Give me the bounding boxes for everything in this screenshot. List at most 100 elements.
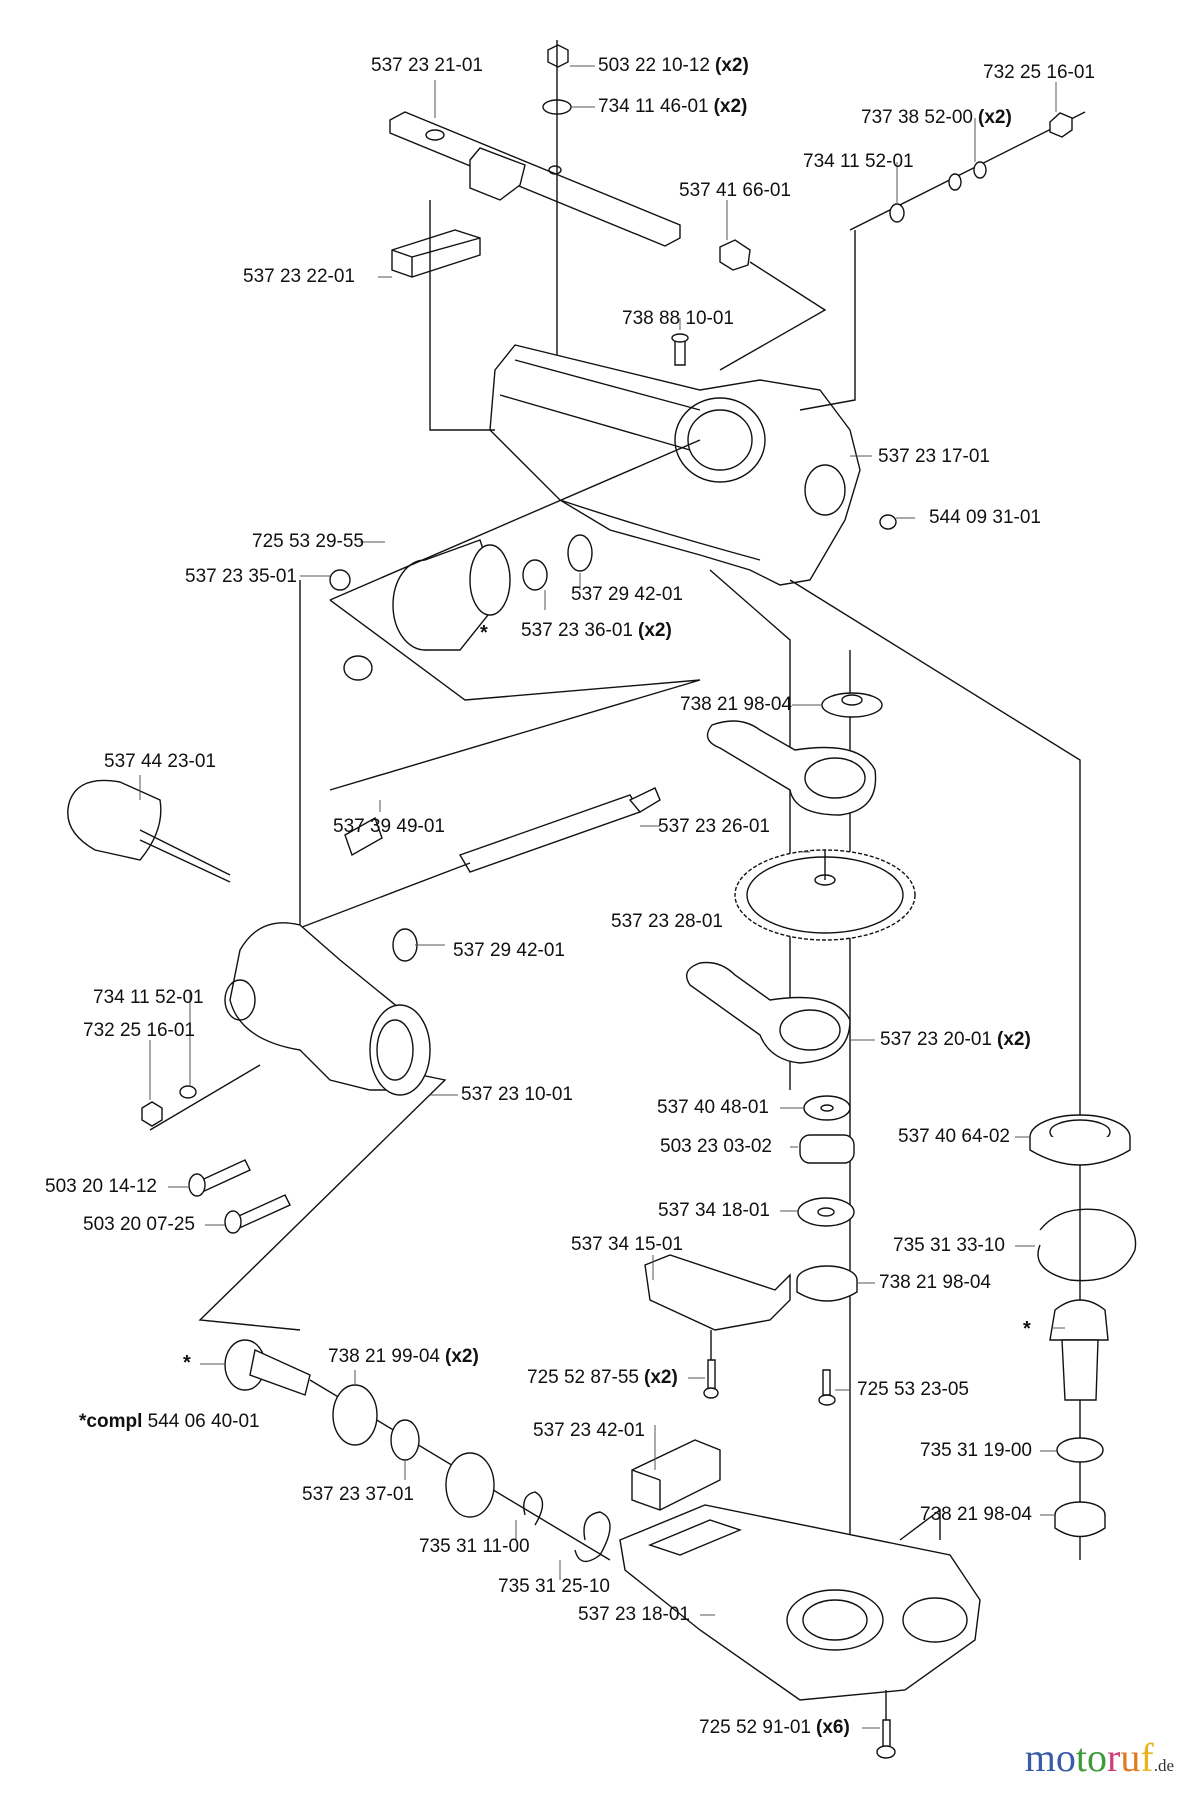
- part-number: 537 34 15-01: [571, 1234, 683, 1255]
- part-label: 537 34 18-01: [658, 1200, 770, 1222]
- part-number: 725 53 23-05: [857, 1379, 969, 1400]
- part-label: 537 23 36-01(x2): [521, 620, 672, 642]
- knob: [67, 779, 231, 883]
- part-number: 537 23 22-01: [243, 266, 355, 287]
- part-number: 738 88 10-01: [622, 308, 734, 329]
- part-label: 537 23 20-01(x2): [880, 1029, 1031, 1051]
- part-number: 738 21 98-04: [920, 1504, 1032, 1525]
- part-label: 725 52 87-55(x2): [527, 1367, 678, 1389]
- part-label: 734 11 52-01: [93, 987, 204, 1009]
- part-label: 537 29 42-01: [571, 584, 683, 606]
- part-number: 537 29 42-01: [571, 584, 683, 605]
- compl-prefix: *compl: [79, 1411, 143, 1432]
- part-number: 537 23 10-01: [461, 1084, 573, 1105]
- part-label: 503 20 07-25: [83, 1214, 195, 1236]
- part-quantity: (x2): [644, 1367, 678, 1388]
- part-quantity: (x2): [715, 55, 749, 76]
- base-plate: [619, 1504, 981, 1701]
- part-number: 537 40 64-02: [898, 1126, 1010, 1147]
- part-number: 537 23 28-01: [611, 911, 723, 932]
- part-label: 725 53 23-05: [857, 1379, 969, 1401]
- part-label: 537 29 42-01: [453, 940, 565, 962]
- part-label: 735 31 11-00: [419, 1536, 530, 1558]
- part-number: 732 25 16-01: [83, 1020, 195, 1041]
- part-label: 537 23 22-01: [243, 266, 355, 288]
- part-label: 537 40 64-02: [898, 1126, 1010, 1148]
- part-number: 537 23 37-01: [302, 1484, 414, 1505]
- part-number: 738 21 98-04: [680, 694, 792, 715]
- arm-plate: [389, 111, 681, 247]
- part-label: 738 21 98-04: [920, 1504, 1032, 1526]
- part-label: 537 41 66-01: [679, 180, 791, 202]
- part-number: 544 09 31-01: [929, 507, 1041, 528]
- watermark-logo: motoruf.de: [1025, 1738, 1174, 1786]
- watermark-text: motoruf: [1025, 1735, 1154, 1780]
- part-number: 537 23 42-01: [533, 1420, 645, 1441]
- part-number: 735 31 33-10: [893, 1235, 1005, 1256]
- part-number: 537 23 18-01: [578, 1604, 690, 1625]
- part-label: 503 23 03-02: [660, 1136, 772, 1158]
- part-label: 537 23 37-01: [302, 1484, 414, 1506]
- part-label: 537 23 26-01: [658, 816, 770, 838]
- part-number: 503 20 14-12: [45, 1176, 157, 1197]
- watermark-letter: u: [1120, 1735, 1141, 1780]
- part-quantity: (x2): [713, 96, 748, 117]
- block: [391, 229, 481, 278]
- watermark-letter: f: [1140, 1735, 1154, 1780]
- part-number: 732 25 16-01: [983, 62, 1095, 83]
- part-quantity: (x2): [978, 107, 1012, 128]
- part-number: 734 11 52-01: [803, 151, 914, 172]
- part-number: 725 52 87-55: [527, 1367, 639, 1388]
- main-housing: [489, 344, 861, 586]
- part-label: 537 34 15-01: [571, 1234, 683, 1256]
- part-label: 738 21 99-04(x2): [328, 1346, 479, 1368]
- part-label: 725 52 91-01(x6): [699, 1717, 850, 1739]
- part-label: 537 23 42-01: [533, 1420, 645, 1442]
- part-quantity: (x2): [445, 1346, 479, 1367]
- part-number: 735 31 25-10: [498, 1576, 610, 1597]
- part-number: 737 38 52-00: [861, 107, 973, 128]
- part-number: 735 31 19-00: [920, 1440, 1032, 1461]
- star-marker: *: [480, 622, 488, 644]
- part-label: 725 53 29-55: [252, 531, 364, 553]
- part-label: 738 21 98-04: [879, 1272, 991, 1294]
- part-label: 737 38 52-00(x2): [861, 107, 1012, 129]
- part-number: 734 11 52-01: [93, 987, 204, 1008]
- part-number: 537 40 48-01: [657, 1097, 769, 1118]
- nut-top: [547, 44, 569, 68]
- part-number: 537 23 17-01: [878, 446, 990, 467]
- gear-case: [224, 922, 431, 1096]
- star-marker: *: [183, 1352, 191, 1374]
- part-number: 503 23 03-02: [660, 1136, 772, 1157]
- part-label: 537 23 35-01: [185, 566, 297, 588]
- watermark-letter: o: [1055, 1735, 1076, 1780]
- part-number: 537 23 35-01: [185, 566, 297, 587]
- part-label: 537 23 28-01: [611, 911, 723, 933]
- part-number: 725 52 91-01: [699, 1717, 811, 1738]
- part-number: 503 22 10-12: [598, 55, 710, 76]
- part-label: 738 21 98-04: [680, 694, 792, 716]
- watermark-suffix: .de: [1153, 1756, 1174, 1775]
- part-label: 734 11 46-01(x2): [598, 96, 747, 118]
- compl-note: *compl 544 06 40-01: [79, 1411, 260, 1433]
- part-label: 738 88 10-01: [622, 308, 734, 330]
- part-label: 732 25 16-01: [83, 1020, 195, 1042]
- part-quantity: (x6): [816, 1717, 850, 1738]
- part-label: 503 22 10-12(x2): [598, 55, 749, 77]
- part-label: 735 31 25-10: [498, 1576, 610, 1598]
- part-label: 537 23 21-01: [371, 55, 483, 77]
- bevel-gear-upper: [392, 539, 511, 651]
- compl-part-number: 544 06 40-01: [147, 1411, 260, 1432]
- part-label: 503 20 14-12: [45, 1176, 157, 1198]
- part-label: 537 23 18-01: [578, 1604, 690, 1626]
- part-quantity: (x2): [638, 620, 672, 641]
- part-number: 725 53 29-55: [252, 531, 364, 552]
- part-label: 537 40 48-01: [657, 1097, 769, 1119]
- part-number: 537 29 42-01: [453, 940, 565, 961]
- part-number: 537 34 18-01: [658, 1200, 770, 1221]
- part-number: 537 23 36-01: [521, 620, 633, 641]
- part-label: 537 39 49-01: [333, 816, 445, 838]
- pinion-gear-lower: [224, 1339, 311, 1396]
- part-number: 537 23 20-01: [880, 1029, 992, 1050]
